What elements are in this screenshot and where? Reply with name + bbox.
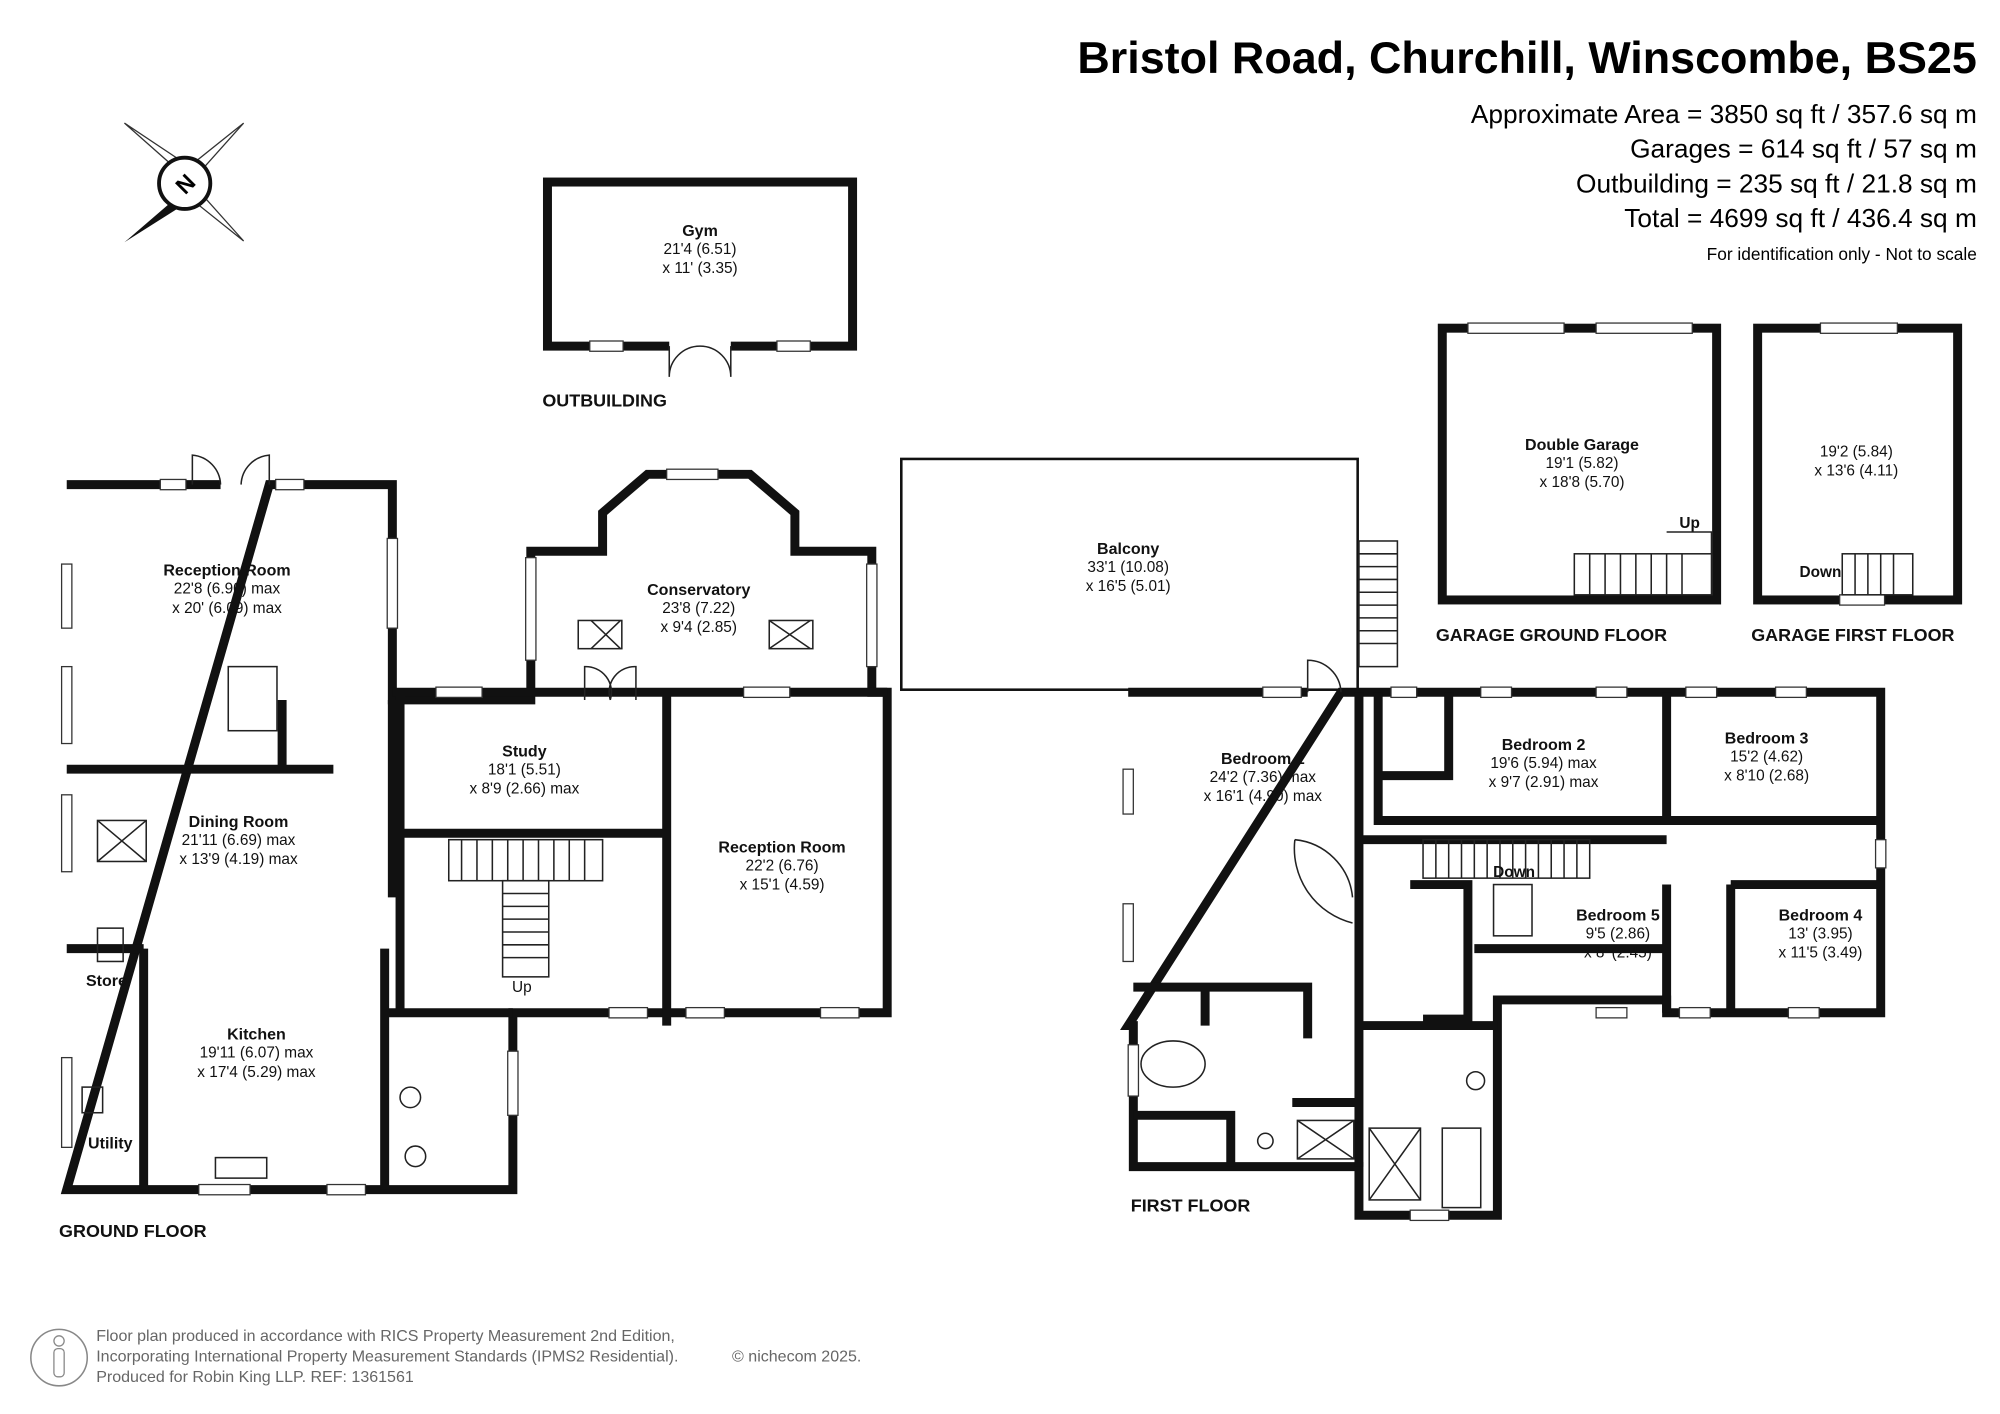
area-total: Total = 4699 sq ft / 436.4 sq m [1624, 203, 1977, 233]
room-dining-dim1: 21'11 (6.69) max [182, 832, 296, 849]
room-dining-dim2: x 13'9 (4.19) max [179, 851, 298, 868]
room-bedroom-1-dim2: x 16'1 (4.90) max [1204, 788, 1323, 805]
room-double-garage-dim2: x 18'8 (5.70) [1540, 474, 1625, 491]
room-double-garage-dim1: 19'1 (5.82) [1545, 455, 1618, 472]
room-garage-first-dim2: x 13'6 (4.11) [1814, 463, 1898, 480]
area-approx: Approximate Area = 3850 sq ft / 357.6 sq… [1471, 99, 1977, 129]
room-conservatory-dim1: 23'8 (7.22) [662, 600, 735, 617]
garage-stairs-up: Up [1679, 515, 1700, 532]
room-study-dim2: x 8'9 (2.66) max [470, 781, 580, 798]
room-store: Store [86, 972, 127, 990]
property-title: Bristol Road, Churchill, Winscombe, BS25 [1077, 32, 1976, 83]
person-logo-icon [30, 1328, 89, 1387]
compass-icon: N [123, 122, 245, 243]
room-gym: Gym [682, 222, 718, 240]
outbuilding-plan [542, 177, 858, 377]
room-balcony: Balcony [1097, 540, 1159, 558]
room-balcony-dim2: x 16'5 (5.01) [1086, 578, 1171, 595]
footer-line-2: Incorporating International Property Mea… [96, 1347, 678, 1365]
room-dining: Dining Room [189, 813, 289, 831]
area-outbuilding: Outbuilding = 235 sq ft / 21.8 sq m [1576, 168, 1977, 198]
room-conservatory-dim2: x 9'4 (2.85) [661, 619, 737, 636]
first-floor-plan [900, 322, 1963, 1222]
room-study: Study [502, 742, 547, 760]
room-bedroom-5-dim1: 9'5 (2.86) [1586, 925, 1650, 942]
room-reception-1: Reception Room [163, 562, 290, 580]
area-garages: Garages = 614 sq ft / 57 sq m [1630, 134, 1977, 164]
room-bedroom-4-dim2: x 11'5 (3.49) [1779, 945, 1863, 962]
label-garage-first-floor: GARAGE FIRST FLOOR [1751, 625, 1954, 645]
room-reception-2: Reception Room [718, 839, 845, 857]
room-bedroom-3: Bedroom 3 [1725, 730, 1809, 748]
room-bedroom-4-dim1: 13' (3.95) [1788, 925, 1852, 942]
room-bedroom-5: Bedroom 5 [1576, 906, 1660, 924]
room-reception-2-dim1: 22'2 (6.76) [746, 857, 819, 874]
room-study-dim1: 18'1 (5.51) [488, 761, 561, 778]
garage-stairs-down: Down [1800, 564, 1842, 581]
room-reception-2-dim2: x 15'1 (4.59) [740, 877, 825, 894]
footer-copyright: © nichecom 2025. [732, 1347, 861, 1365]
room-garage-first-dim1: 19'2 (5.84) [1820, 443, 1893, 460]
label-garage-ground-floor: GARAGE GROUND FLOOR [1436, 625, 1667, 645]
label-first-floor: FIRST FLOOR [1131, 1195, 1251, 1215]
room-bedroom-2-dim1: 19'6 (5.94) max [1490, 755, 1597, 772]
room-bedroom-2: Bedroom 2 [1502, 736, 1586, 754]
footer-line-1: Floor plan produced in accordance with R… [96, 1327, 675, 1345]
room-balcony-dim1: 33'1 (10.08) [1087, 559, 1169, 576]
room-bedroom-3-dim1: 15'2 (4.62) [1730, 748, 1803, 765]
room-bedroom-4: Bedroom 4 [1779, 906, 1863, 924]
scale-note: For identification only - Not to scale [1707, 244, 1977, 264]
room-gym-dim1: 21'4 (6.51) [664, 241, 737, 258]
label-ground-floor: GROUND FLOOR [59, 1221, 207, 1241]
room-bedroom-3-dim2: x 8'10 (2.68) [1724, 768, 1809, 785]
room-kitchen: Kitchen [227, 1026, 286, 1044]
ground-floor-plan [60, 454, 892, 1196]
room-bedroom-5-dim2: x 8' (2.45) [1584, 945, 1652, 962]
room-kitchen-dim2: x 17'4 (5.29) max [197, 1064, 316, 1081]
room-kitchen-dim1: 19'11 (6.07) max [200, 1045, 314, 1062]
room-reception-1-dim2: x 20' (6.09) max [172, 600, 282, 617]
room-reception-1-dim1: 22'8 (6.90) max [174, 581, 281, 598]
room-conservatory: Conservatory [647, 581, 750, 599]
room-bedroom-1: Bedroom 1 [1221, 750, 1305, 768]
room-utility: Utility [88, 1135, 133, 1153]
room-bedroom-2-dim2: x 9'7 (2.91) max [1489, 774, 1599, 791]
room-double-garage: Double Garage [1525, 436, 1639, 454]
room-gym-dim2: x 11' (3.35) [662, 260, 737, 277]
footer-line-3: Produced for Robin King LLP. REF: 136156… [96, 1368, 414, 1386]
first-floor-stairs-down: Down [1493, 864, 1535, 881]
room-bedroom-1-dim1: 24'2 (7.36) max [1210, 769, 1317, 786]
label-outbuilding: OUTBUILDING [542, 390, 667, 410]
stairs-up-label: Up [512, 979, 532, 996]
